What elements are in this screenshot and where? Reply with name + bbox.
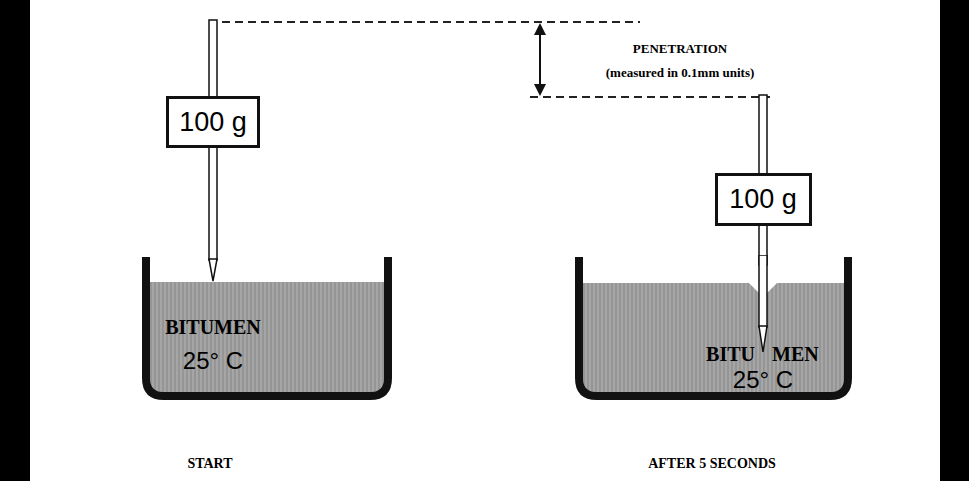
material-label: 25° C [733, 366, 793, 394]
label-holder: AFTER 5 SECONDS [648, 454, 776, 472]
text-holder: MEN [772, 343, 819, 366]
bitumen-fill [150, 282, 384, 392]
dimension-arrow [539, 30, 541, 89]
text-holder: 25° C [183, 347, 243, 375]
beaker-shape [575, 255, 852, 400]
dashed-line [222, 21, 640, 23]
bitumen-fill [583, 283, 844, 392]
text-holder: BITU [706, 343, 755, 366]
weight-label: 100 g [179, 107, 247, 138]
text-holder: 25° C [733, 366, 793, 394]
caption-label: PENETRATION [633, 41, 727, 57]
needle [759, 255, 767, 327]
needle-tip [209, 259, 217, 281]
material-label: 25° C [183, 347, 243, 375]
text-holder: BITUMEN [165, 316, 261, 339]
weight-label: 100 g [729, 184, 797, 215]
label-holder: START [187, 454, 232, 472]
arrow-head [534, 23, 546, 35]
material-label: BITU [706, 343, 755, 366]
material-label: MEN [772, 343, 819, 366]
bitumen-container: BITUMEN 25° C [142, 255, 392, 400]
weight-box: 100 g [166, 96, 260, 148]
caption-label: (measured in 0.1mm units) [606, 65, 755, 81]
needle-tip [759, 326, 767, 352]
beaker-outline [146, 257, 388, 396]
material-label: BITUMEN [165, 316, 261, 339]
label-holder: (measured in 0.1mm units) [606, 63, 755, 81]
label-holder: PENETRATION [633, 39, 727, 57]
dashed-line [530, 96, 770, 98]
bitumen-container: BITU MEN25° C [575, 255, 852, 400]
panel [30, 0, 940, 481]
caption-label: START [187, 456, 232, 472]
arrow-head [534, 84, 546, 96]
beaker-outline [579, 257, 848, 396]
caption-label: AFTER 5 SECONDS [648, 456, 776, 472]
weight-box: 100 g [715, 173, 812, 226]
